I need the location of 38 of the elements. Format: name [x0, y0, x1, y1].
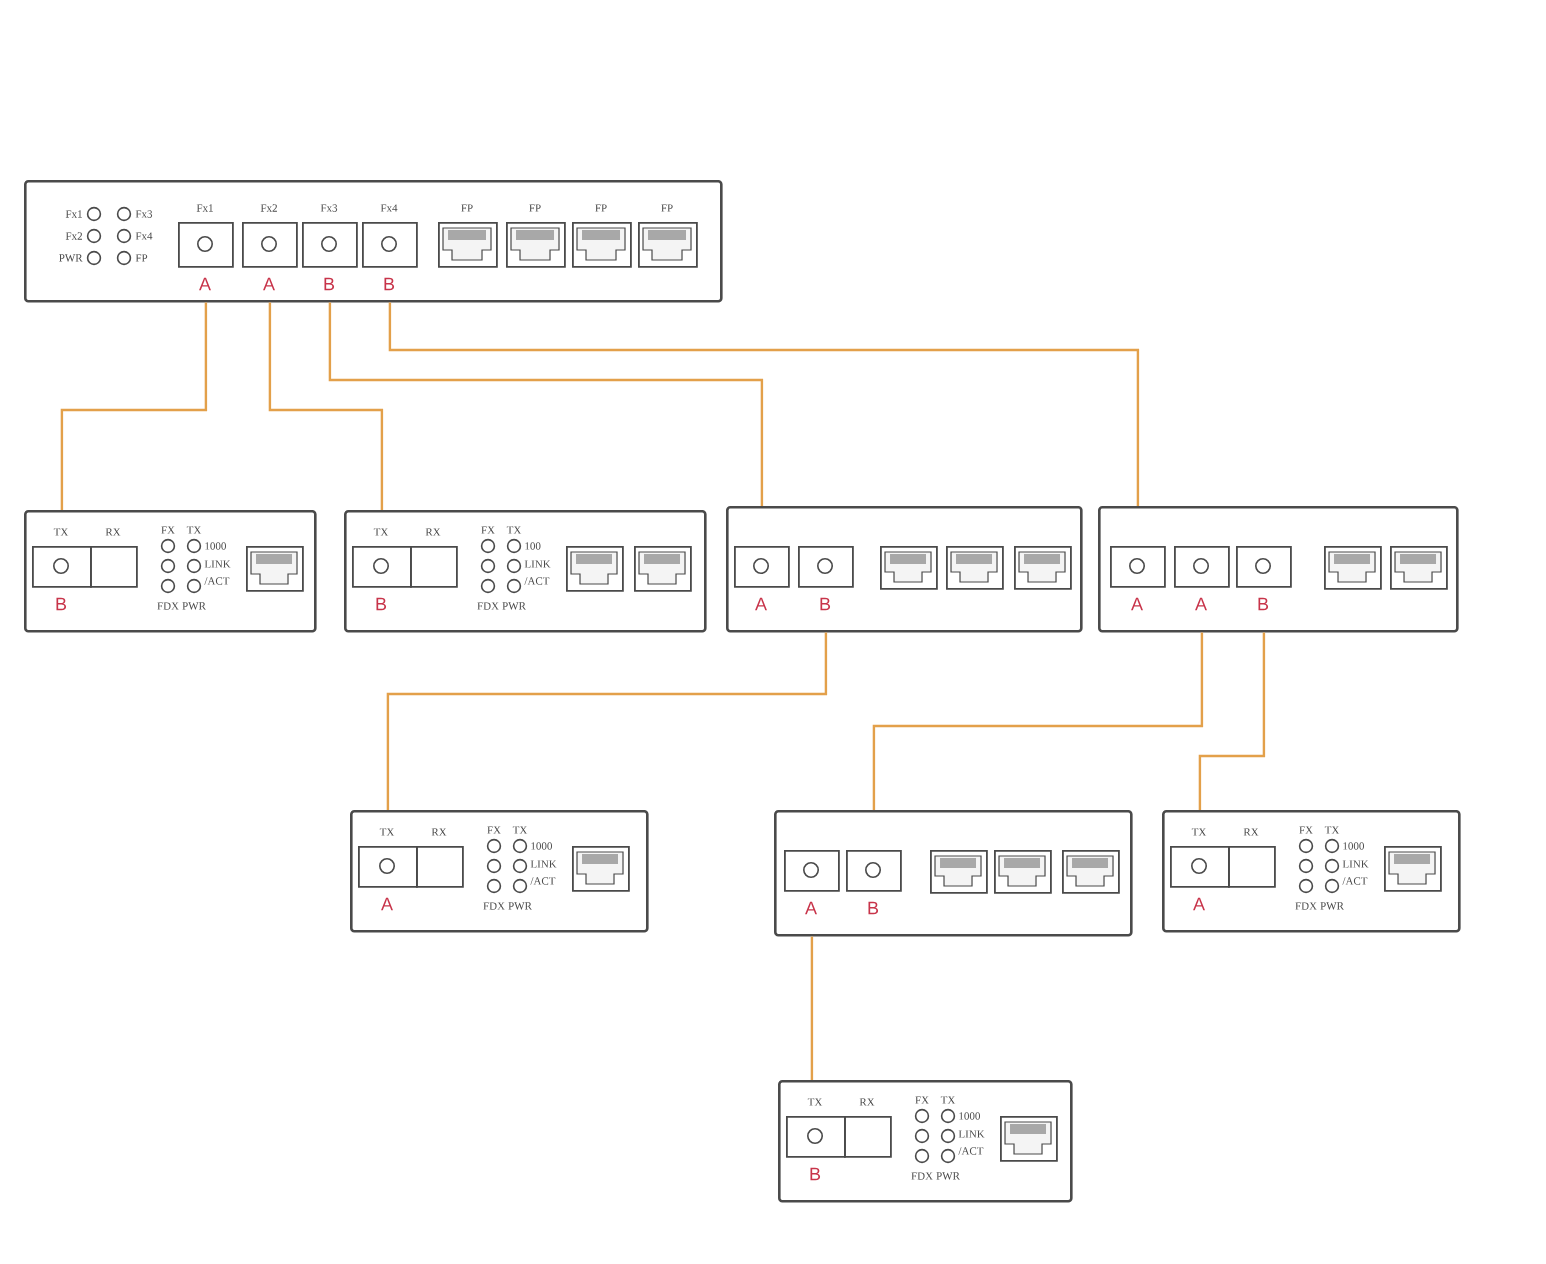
port-letter: A — [1131, 597, 1143, 611]
port-letter: A — [1193, 897, 1205, 911]
rj45-port — [946, 546, 1004, 590]
rj45-port — [566, 546, 624, 592]
port-letter: B — [810, 1167, 821, 1181]
port-letter: B — [868, 901, 879, 915]
rj45-port — [1062, 850, 1120, 894]
port-letter: A — [381, 897, 393, 911]
fiber-cable — [1198, 632, 1266, 810]
port-letter: B — [1258, 597, 1269, 611]
rj45-port — [1384, 846, 1442, 892]
rj45-port — [1000, 1116, 1058, 1162]
rj45-port — [1014, 546, 1072, 590]
rj45-port — [572, 846, 630, 892]
rj45-port — [246, 546, 304, 592]
fiber-cable — [386, 632, 828, 810]
port-letter: B — [820, 597, 831, 611]
fiber-cable — [810, 936, 814, 1080]
fiber-cable — [872, 632, 1204, 810]
rj45-port — [1324, 546, 1382, 590]
port-letter: B — [324, 277, 335, 291]
port-letter: B — [56, 597, 67, 611]
fiber-cable — [268, 302, 384, 510]
port-letter: A — [1195, 597, 1207, 611]
rj45-port — [930, 850, 988, 894]
port-letter: B — [384, 277, 395, 291]
rj45-port — [994, 850, 1052, 894]
fiber-cable — [388, 302, 1140, 506]
port-letter: A — [263, 277, 275, 291]
port-letter: A — [199, 277, 211, 291]
port-letter: A — [805, 901, 817, 915]
fiber-cable — [328, 302, 764, 506]
port-letter: A — [755, 597, 767, 611]
fiber-cable — [60, 302, 208, 510]
rj45-port — [1390, 546, 1448, 590]
port-letter: B — [376, 597, 387, 611]
rj45-port — [634, 546, 692, 592]
rj45-port — [880, 546, 938, 590]
